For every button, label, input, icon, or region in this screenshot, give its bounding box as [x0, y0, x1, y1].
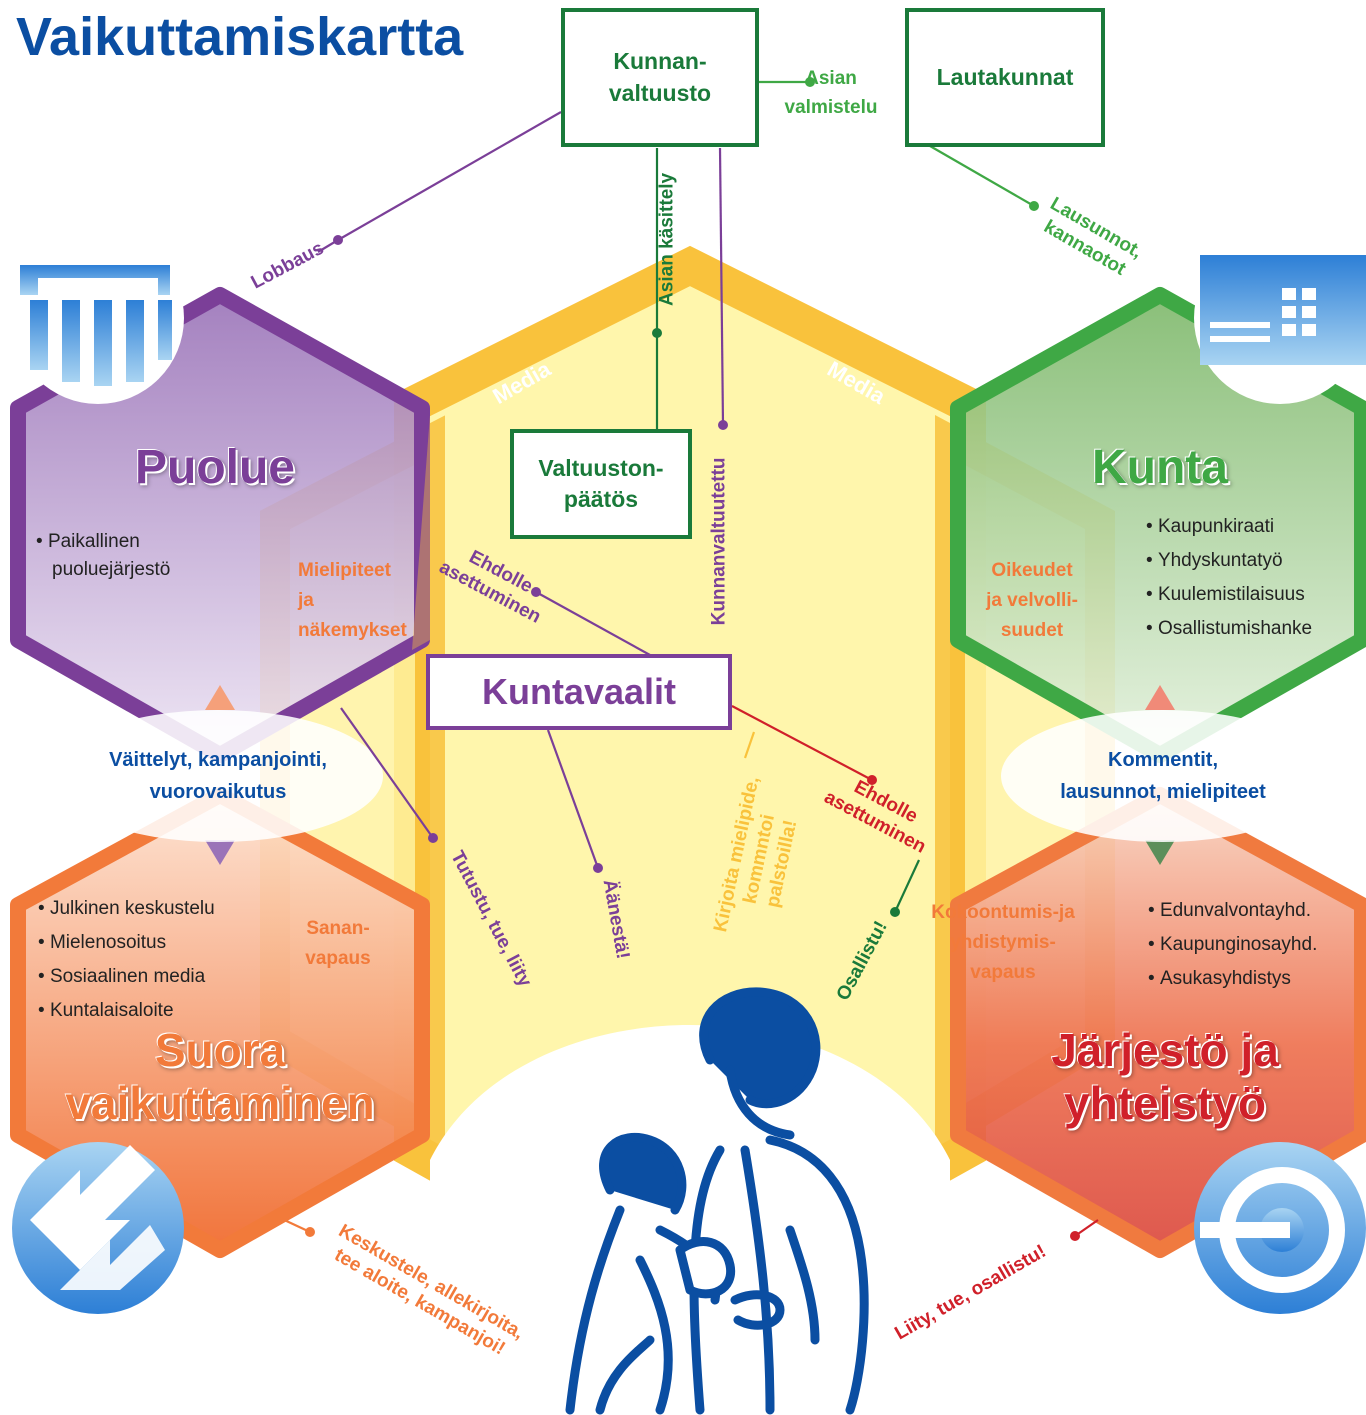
list-item: Edunvalvontayhd. — [1148, 894, 1317, 928]
jarjesto-title: Järjestö ja yhteistyö — [1051, 1024, 1279, 1129]
mother-child-illustration — [565, 987, 869, 1415]
sananvapaus-label: Sanan- vapaus — [305, 918, 371, 969]
list-item: Sosiaalinen media — [38, 960, 215, 994]
list-item: Kaupunkiraati — [1146, 510, 1312, 544]
kuntavaalit-box: Kuntavaalit — [426, 654, 732, 730]
mielipiteet-label: Mielipiteet ja näkemykset — [298, 560, 407, 641]
bottom-arch — [430, 1025, 950, 1415]
office-building-icon — [1194, 232, 1366, 404]
suora-title: Suora vaikuttaminen — [65, 1024, 375, 1129]
connector-lines — [279, 80, 1099, 1237]
list-item: Kaupunginosayhd. — [1148, 928, 1317, 962]
kunta-list: Kaupunkiraati Yhdyskuntatyö Kuulemistila… — [1146, 510, 1312, 646]
page-title: Vaikuttamiskartta — [16, 7, 464, 67]
kokoontumis-label: Kokoontumis-ja yhdistymis- vapaus — [931, 902, 1075, 983]
list-item: Osallistumishanke — [1146, 612, 1312, 646]
oval-right-text: Kommentit, lausunnot, mielipiteet — [1060, 749, 1266, 803]
kunnanvaltuutettu-label: Kunnanvaltuutettu — [708, 457, 730, 626]
puolue-list: • Paikallinen puoluejärjestö — [36, 528, 170, 584]
list-item: Asukasyhdistys — [1148, 962, 1317, 996]
suora-list: Julkinen keskustelu Mielenosoitus Sosiaa… — [38, 892, 215, 1028]
list-item: Yhdyskuntatyö — [1146, 544, 1312, 578]
oval-right — [1001, 710, 1325, 842]
arrow-down-left — [205, 840, 235, 865]
building-icon — [12, 232, 184, 404]
oikeudet-label: Oikeudet ja velvolli- suudet — [986, 560, 1078, 641]
connector-dots — [305, 77, 1080, 1241]
asian-valmistelu-label: Asian valmistelu — [784, 68, 878, 118]
arrow-down-right — [1145, 840, 1175, 865]
cycle-icon — [1194, 1142, 1366, 1314]
kunnanvaltuusto-box: Kunnan- valtuusto — [561, 8, 759, 147]
list-item: puoluejärjestö — [52, 559, 171, 580]
list-item: Julkinen keskustelu — [38, 892, 215, 926]
arrow-up-right — [1145, 685, 1175, 710]
list-item: • Paikallinen — [36, 531, 140, 552]
asian-kasittely-label: Asian käsittely — [656, 172, 678, 306]
oval-left — [53, 710, 383, 842]
puolue-title: Puolue — [134, 441, 295, 494]
arrow-up-left — [205, 685, 235, 710]
jarjesto-list: Edunvalvontayhd. Kaupunginosayhd. Asukas… — [1148, 894, 1317, 996]
list-item: Mielenosoitus — [38, 926, 215, 960]
oval-left-text: Väittelyt, kampanjointi, vuorovaikutus — [109, 749, 327, 803]
list-item: Kuulemistilaisuus — [1146, 578, 1312, 612]
list-item: Kuntalaisaloite — [38, 994, 215, 1028]
lautakunnat-box: Lautakunnat — [905, 8, 1105, 147]
exchange-arrows-icon — [12, 1142, 184, 1314]
kunta-title: Kunta — [1092, 441, 1228, 494]
valtuuston-paatos-box: Valtuuston- päätös — [510, 429, 692, 539]
